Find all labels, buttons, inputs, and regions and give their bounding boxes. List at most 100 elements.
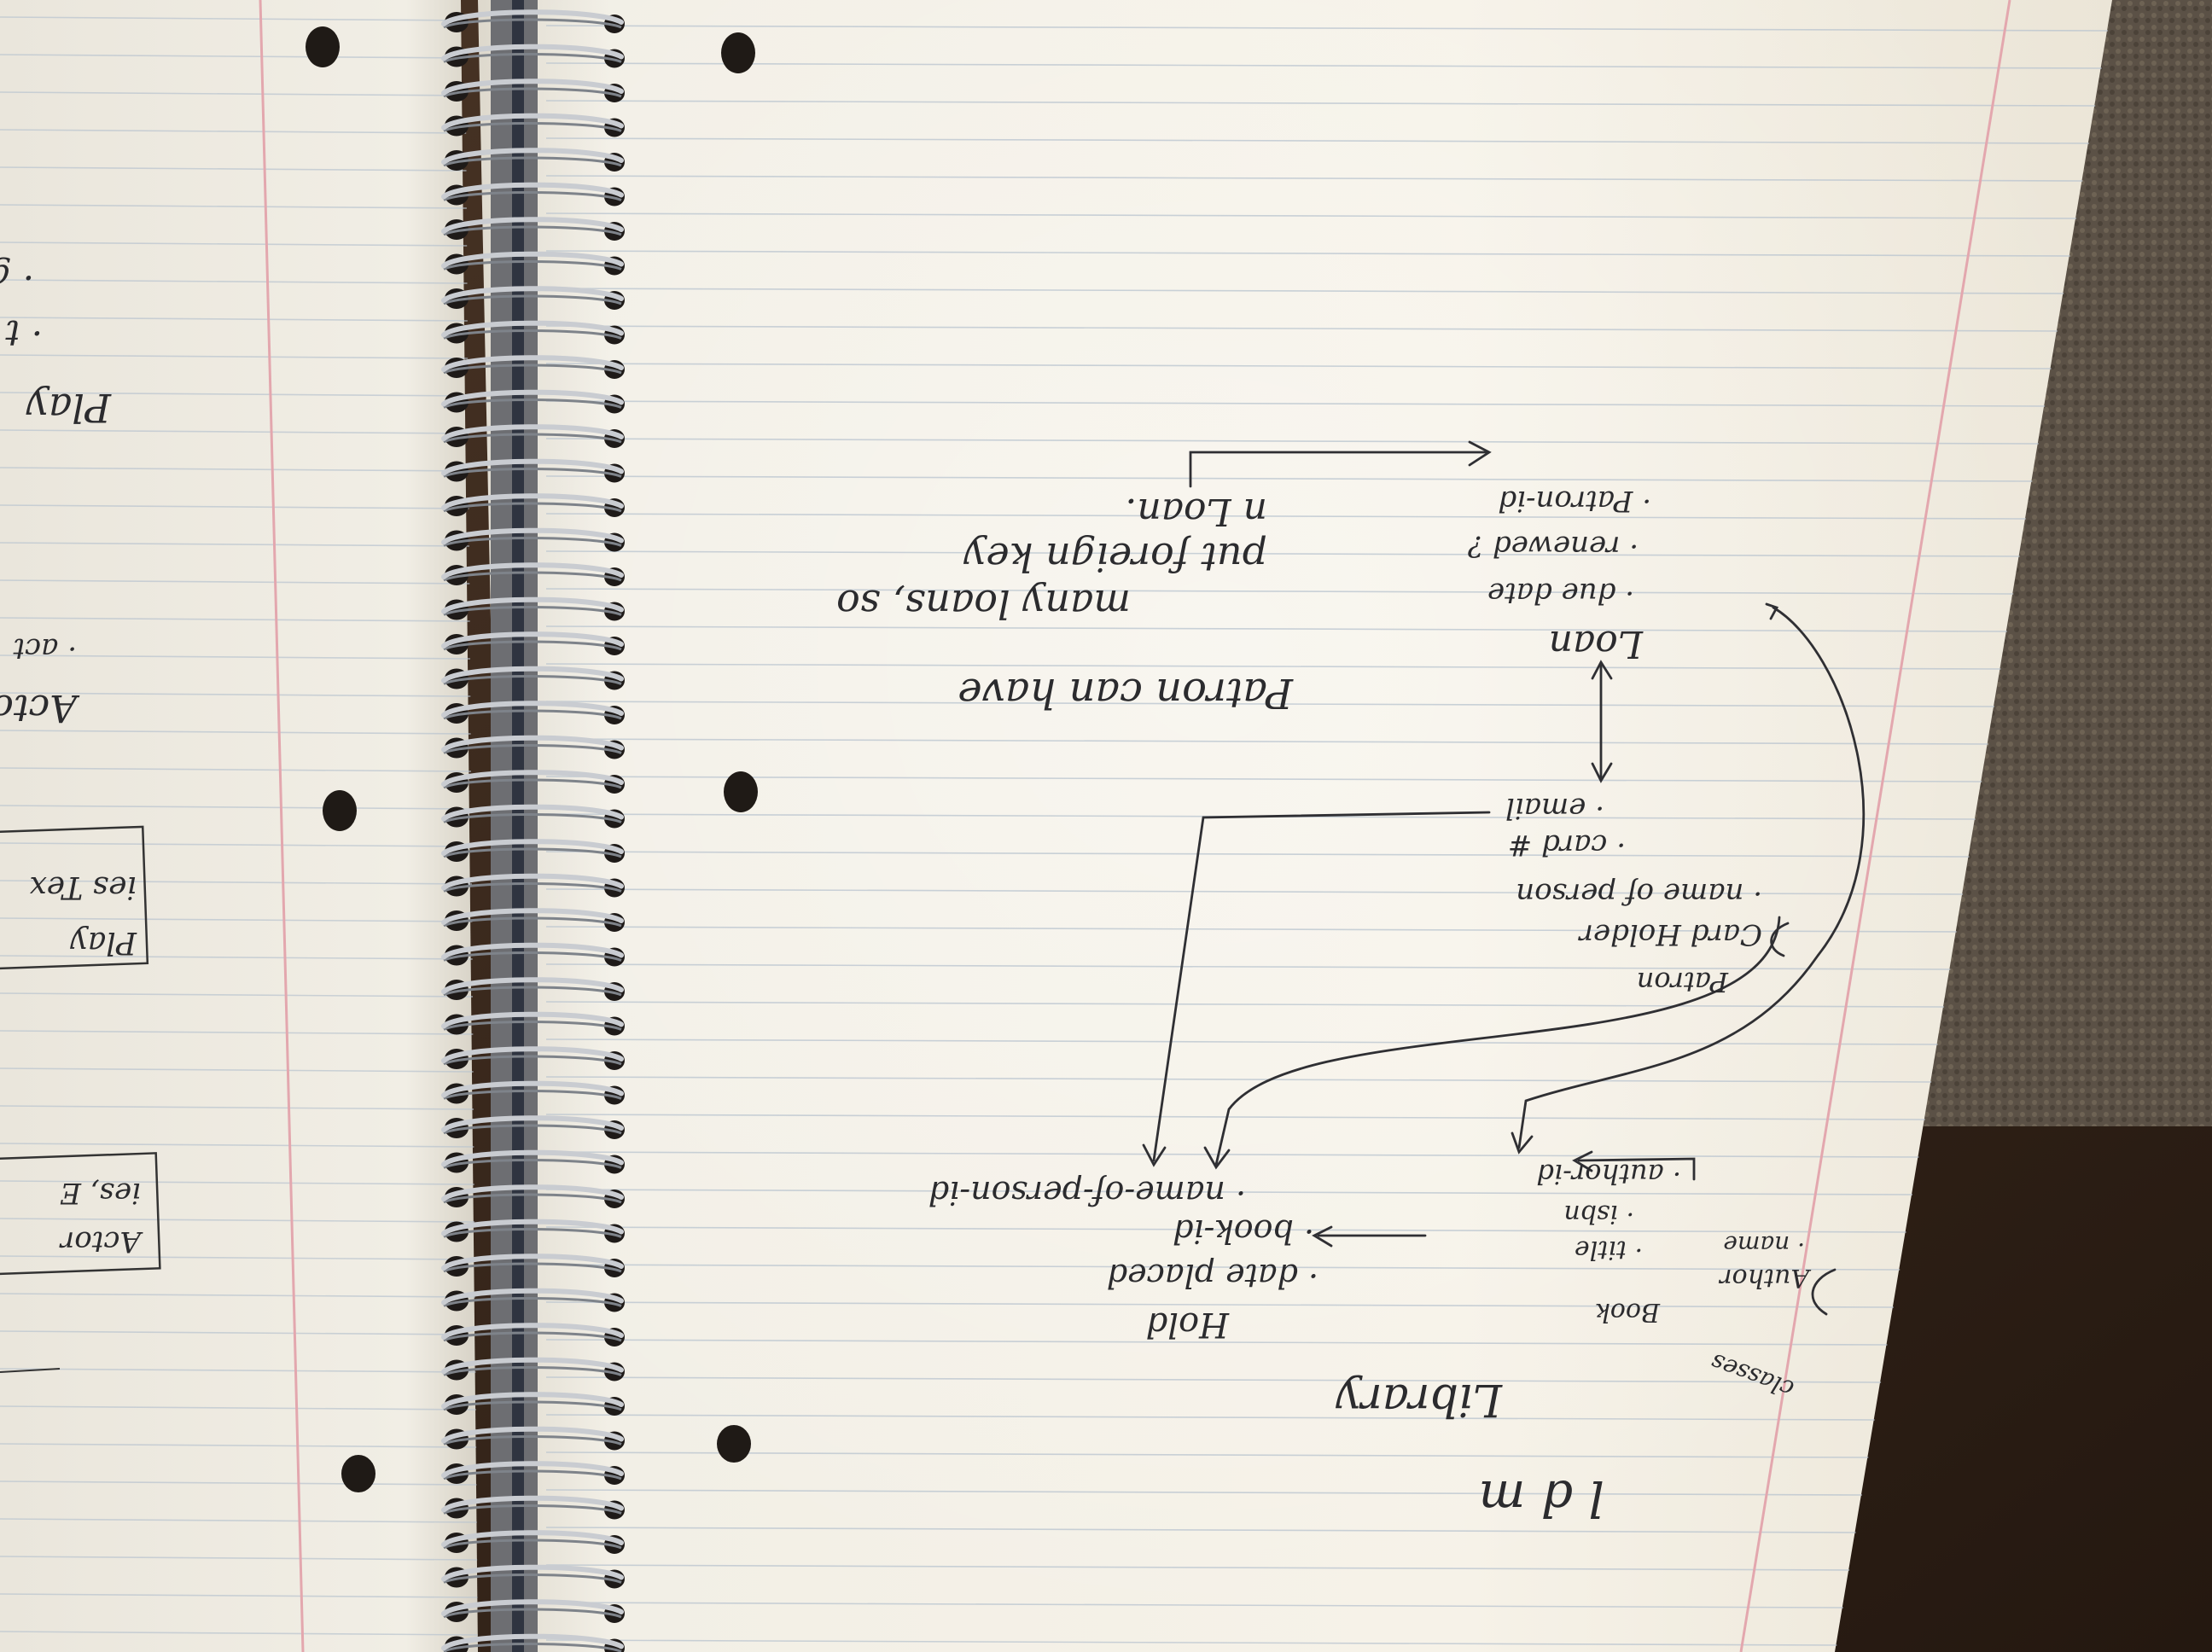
book-attr-3: · author-id [1536, 1158, 1681, 1190]
spiral-coil [441, 1254, 625, 1277]
rule-line [0, 1443, 477, 1448]
spiral-coil [441, 1495, 625, 1520]
spiral-coil [441, 79, 625, 102]
loan-attr-3: · Patron-id [1498, 484, 1651, 518]
patron-attr-2: · name of person [1516, 876, 1762, 910]
spiral-coil [441, 701, 625, 724]
margin-line-left [259, 0, 305, 1652]
left-text-g: · g [0, 257, 34, 299]
rule-line [545, 1114, 1925, 1120]
rule-line [0, 91, 466, 96]
spiral-coil [441, 908, 625, 932]
spiral-coil [441, 1288, 625, 1312]
left-text-t: · t [5, 312, 43, 354]
rule-line [545, 1339, 1888, 1346]
hold-title: Hold [1145, 1305, 1229, 1344]
rule-line [0, 1631, 478, 1636]
rule-line [545, 1414, 1875, 1421]
book-attr-1: · title [1574, 1235, 1643, 1265]
rule-line [0, 1105, 474, 1110]
rule-line [0, 1330, 476, 1335]
rule-line [545, 851, 1970, 858]
spiral-coil [441, 1461, 625, 1485]
spiral-coil [441, 113, 625, 137]
left-text-play: Play [26, 385, 111, 431]
rule-line [545, 513, 2026, 520]
spiral-coil [441, 44, 625, 68]
rule-line [545, 400, 2046, 407]
rule-line [0, 1030, 474, 1035]
rule-line [0, 241, 468, 247]
rule-line [0, 579, 470, 585]
rule-line [0, 467, 469, 472]
rule-line [545, 475, 2033, 482]
rule-line [545, 137, 2089, 144]
spiral-coil [441, 977, 625, 1001]
spiral-coil [441, 1357, 625, 1382]
hold-attr-2: · book-id [1173, 1213, 1314, 1250]
rule-line [0, 917, 473, 922]
spiral-coil [441, 631, 625, 655]
left-box2-text-2: ies, E [60, 1176, 141, 1210]
spiral-coil [441, 182, 625, 206]
rule-line [545, 738, 1988, 745]
spiral-coil [441, 424, 625, 448]
spiral-coil [441, 9, 625, 33]
rule-line [545, 1038, 1938, 1045]
rule-line [0, 1480, 477, 1486]
spiral-coil [441, 1219, 625, 1243]
rule-line [0, 805, 472, 810]
rule-line [545, 776, 1982, 782]
spiral-coil [441, 1426, 625, 1451]
spiral-coil [441, 355, 625, 379]
rule-line [0, 1556, 478, 1561]
ruled-lines-left [0, 16, 478, 1636]
rule-line [0, 1405, 476, 1411]
spiral-coil [441, 1011, 625, 1036]
spiral-coil [441, 320, 625, 345]
spiral-coil [441, 1633, 625, 1652]
note-line-1: Patron can have [958, 669, 1293, 717]
rule-line [0, 542, 469, 547]
spiral-coil [441, 527, 625, 552]
rule-line [0, 1143, 474, 1148]
left-box1-text-2: ies Tex [29, 870, 137, 905]
rule-line [0, 1255, 475, 1260]
spiral-coil [441, 735, 625, 759]
spiral-coil [441, 148, 625, 172]
rule-line [545, 926, 1957, 933]
spiral-coil [441, 251, 625, 276]
rule-line [545, 1527, 1856, 1533]
patron-attr-4: · email [1505, 791, 1604, 825]
rule-line [0, 54, 466, 59]
spiral-coil [441, 839, 625, 863]
rule-line [545, 588, 2014, 595]
left-text-act: · act [13, 631, 77, 666]
left-box-play [0, 825, 149, 970]
spiral-coil [441, 286, 625, 310]
note-line-2: many loans, so [836, 581, 1131, 627]
rule-line [0, 354, 469, 359]
spiral-coil [441, 596, 625, 621]
spiral-coil [441, 1392, 625, 1416]
spiral-coil [441, 217, 625, 241]
spiral-coil [441, 1046, 625, 1070]
rule-line [0, 129, 467, 134]
loan-title: Loan [1548, 622, 1643, 666]
diagram-arrows [1142, 440, 1866, 1316]
rule-line [545, 100, 2096, 107]
note-line-4: n Loan. [1125, 490, 1267, 533]
spiral-coil [441, 1530, 625, 1554]
author-title: Author [1720, 1263, 1809, 1293]
rule-line [0, 1180, 474, 1185]
rule-line [0, 730, 471, 735]
rule-line [0, 504, 469, 509]
rule-line [545, 363, 2052, 369]
rule-line [545, 1489, 1862, 1496]
left-box2-text-1: Actor [61, 1224, 141, 1259]
spiral-coil [441, 1564, 625, 1589]
rule-line [0, 1218, 475, 1223]
rule-line [545, 325, 2058, 332]
left-page [0, 0, 478, 1652]
